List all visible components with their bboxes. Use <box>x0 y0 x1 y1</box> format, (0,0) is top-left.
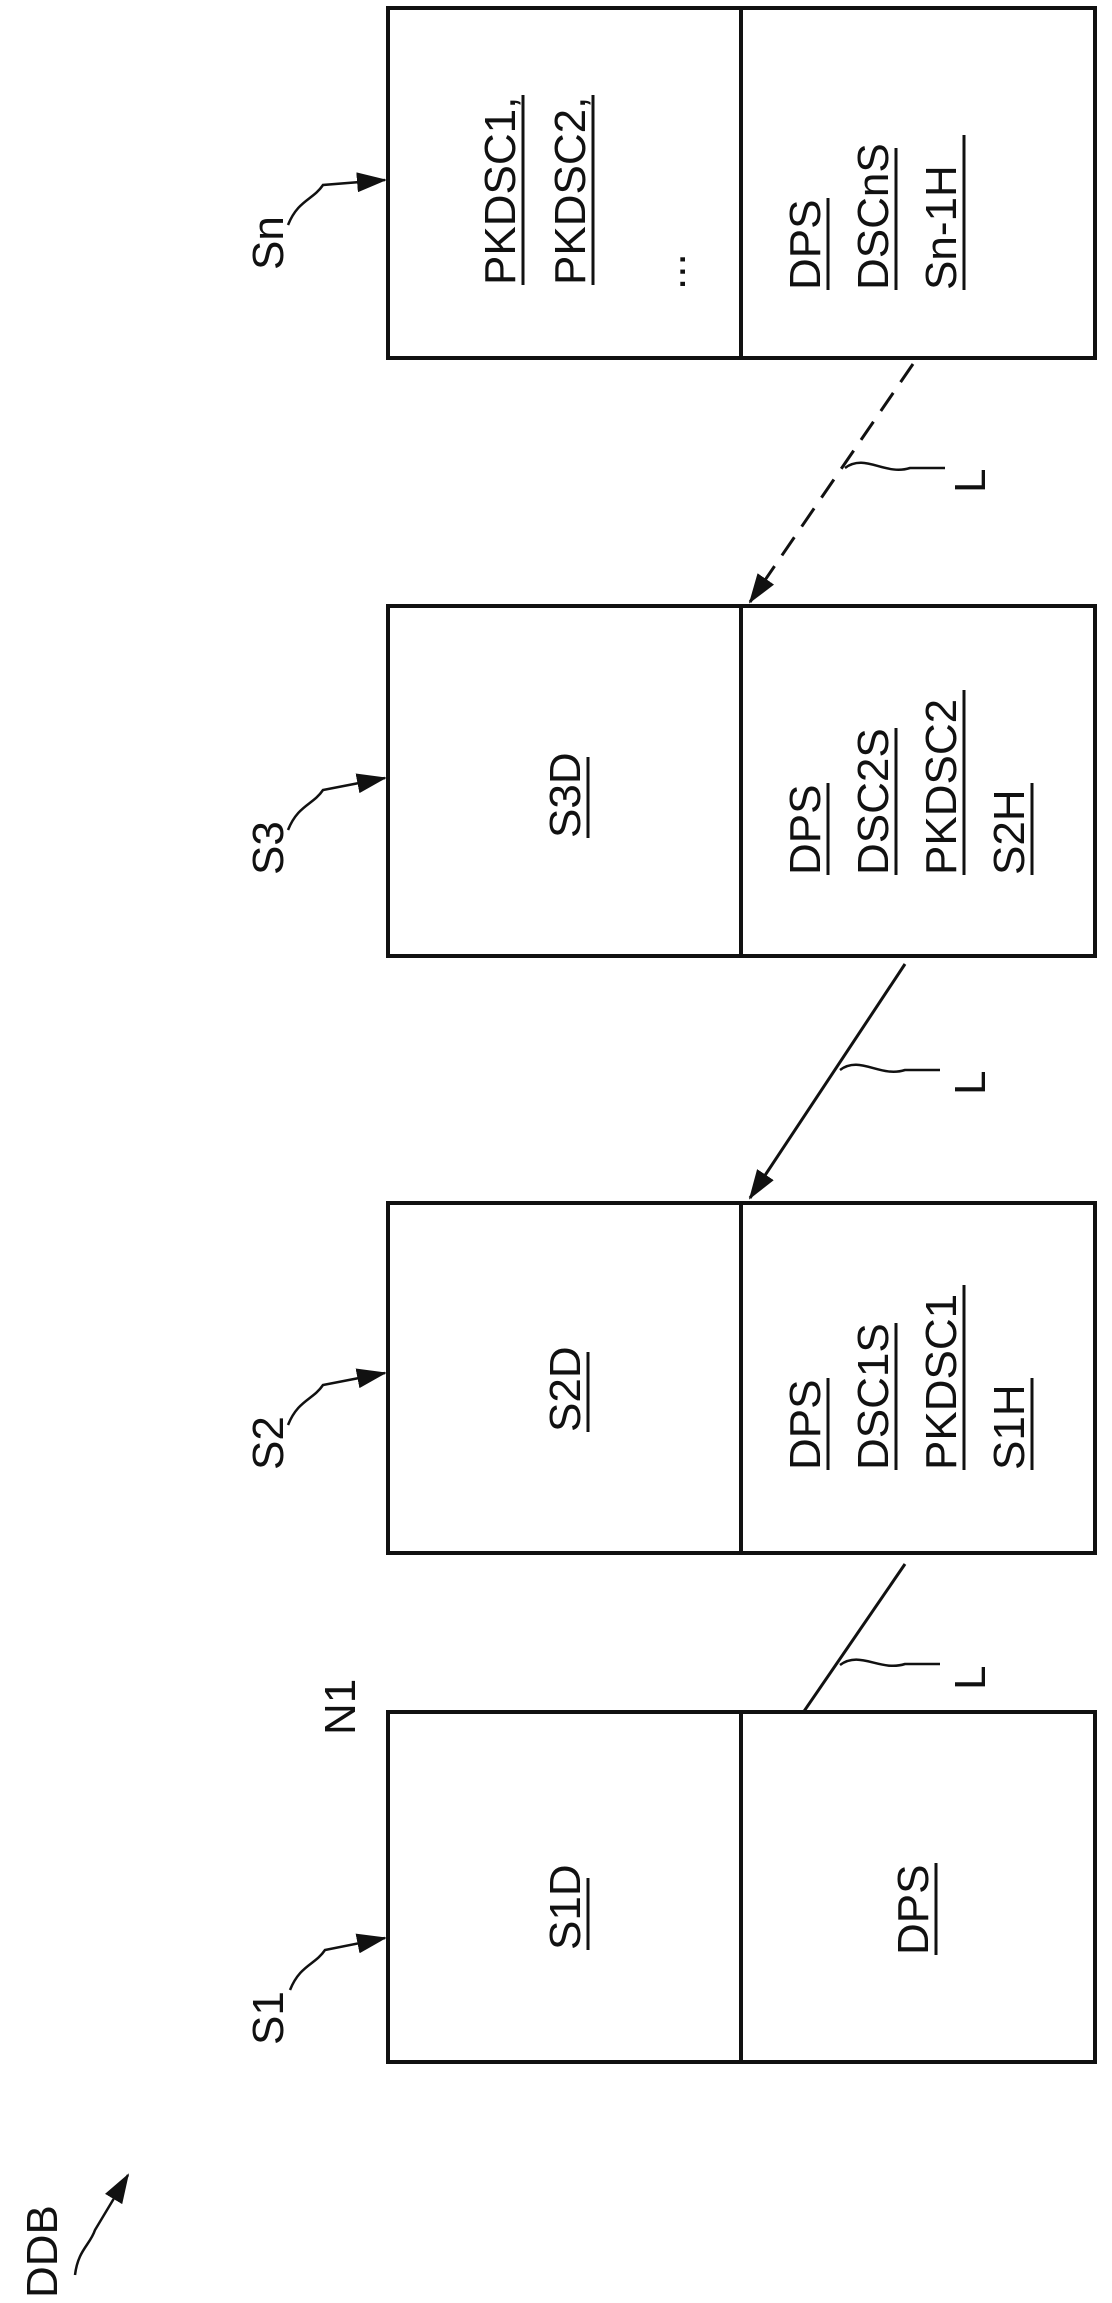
block-sn-header-line-3: Sn-1H <box>917 165 966 290</box>
link-leader-s2-s1 <box>839 1658 940 1667</box>
block-sn-leader <box>286 172 387 226</box>
block-s1-label: S1 <box>244 1991 293 2045</box>
block-s3-header-line-2: DSC2S <box>849 728 898 875</box>
block-sn-header-line-1: DPS <box>781 200 830 290</box>
link-label-sn-s3: L <box>946 469 995 493</box>
block-s2-header-line-3: PKDSC1 <box>917 1294 966 1470</box>
network-label: N1 <box>316 1679 365 1735</box>
block-s2-data-line-1: S2D <box>541 1346 590 1432</box>
link-labels: L L L <box>839 461 995 1690</box>
block-s2-header-line-1: DPS <box>781 1380 830 1470</box>
block-sn-data-line-1: PKDSC1, <box>476 97 525 285</box>
block-s1-leader <box>288 1933 387 1991</box>
link-leader-s3-s2 <box>839 1063 940 1073</box>
block-s1-data-line-1: S1D <box>541 1864 590 1950</box>
block-s3-leader <box>286 773 387 831</box>
block-s3-header-line-3: PKDSC2 <box>917 699 966 875</box>
block-sn-data-line-2: PKDSC2, <box>546 97 595 285</box>
block-s3-label: S3 <box>244 821 293 875</box>
block-sn-header-line-2: DSCnS <box>849 143 898 290</box>
link-label-s2-s1: L <box>946 1666 995 1690</box>
diagram-label: DDB <box>18 2205 67 2298</box>
link-leader-sn-s3 <box>844 461 945 471</box>
block-s2-label: S2 <box>244 1416 293 1470</box>
diagram-label-leader <box>73 2173 130 2276</box>
block-sn-label: Sn <box>244 216 293 270</box>
block-s3: S3 S3D DPS DSC2S PKDSC2 S2H <box>244 604 1097 958</box>
link-arrow-sn-s3 <box>748 363 915 604</box>
block-sn: Sn PKDSC1, PKDSC2, ... DPS DSCnS Sn-1H <box>244 6 1097 360</box>
block-s1: S1 S1D DPS <box>244 1710 1097 2064</box>
links <box>748 363 915 1792</box>
block-s2: S2 S2D DPS DSC1S PKDSC1 S1H <box>244 1201 1097 1555</box>
block-s3-data-line-1: S3D <box>541 752 590 838</box>
block-s2-header-line-4: S1H <box>985 1384 1034 1470</box>
block-sn-data-line-3: ... <box>646 253 695 290</box>
block-s2-leader <box>286 1368 387 1426</box>
block-s3-header-line-1: DPS <box>781 785 830 875</box>
block-s1-header-line-1: DPS <box>889 1865 938 1955</box>
diagram-label-group: DDB <box>18 2173 130 2298</box>
block-s3-header-line-4: S2H <box>985 789 1034 875</box>
block-s2-header-line-2: DSC1S <box>849 1323 898 1470</box>
link-arrow-s3-s2 <box>748 963 907 1200</box>
link-label-s3-s2: L <box>946 1071 995 1095</box>
